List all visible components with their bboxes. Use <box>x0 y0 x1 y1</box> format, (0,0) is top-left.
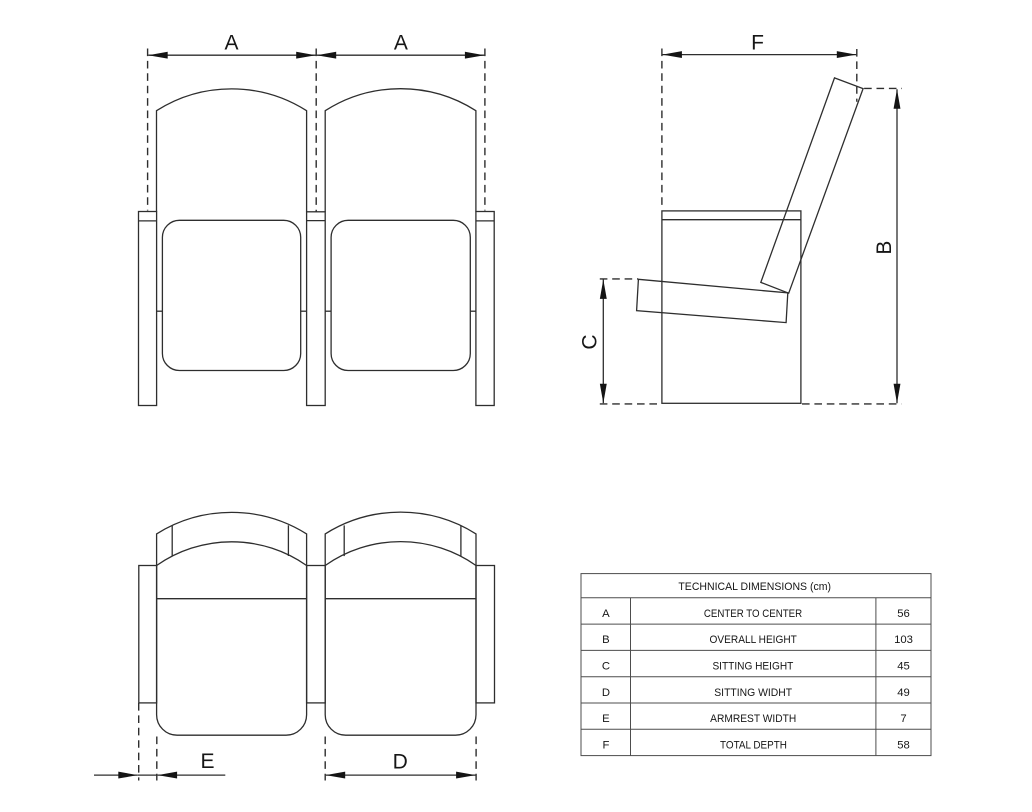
svg-text:C: C <box>579 334 602 349</box>
svg-text:F: F <box>751 31 764 54</box>
svg-text:A: A <box>602 608 610 620</box>
svg-text:E: E <box>200 750 214 773</box>
svg-text:103: 103 <box>894 634 913 646</box>
svg-text:49: 49 <box>897 687 910 699</box>
svg-text:B: B <box>873 241 896 255</box>
svg-text:SITTING HEIGHT: SITTING HEIGHT <box>712 661 793 673</box>
svg-text:A: A <box>224 31 238 54</box>
svg-text:D: D <box>393 750 408 773</box>
svg-text:TOTAL DEPTH: TOTAL DEPTH <box>720 739 787 751</box>
svg-text:OVERALL HEIGHT: OVERALL HEIGHT <box>710 634 797 646</box>
svg-text:TECHNICAL DIMENSIONS (cm): TECHNICAL DIMENSIONS (cm) <box>678 581 831 593</box>
svg-text:A: A <box>394 31 408 54</box>
svg-text:B: B <box>602 634 610 646</box>
svg-text:F: F <box>602 739 609 751</box>
svg-text:C: C <box>602 661 610 673</box>
svg-text:58: 58 <box>897 739 910 751</box>
svg-text:CENTER TO CENTER: CENTER TO CENTER <box>704 608 802 620</box>
svg-text:D: D <box>602 687 610 699</box>
svg-text:ARMREST WIDTH: ARMREST WIDTH <box>710 713 796 725</box>
svg-text:56: 56 <box>897 608 910 620</box>
svg-text:45: 45 <box>897 661 910 673</box>
svg-text:SITTING WIDHT: SITTING WIDHT <box>714 687 792 699</box>
svg-text:E: E <box>602 713 610 725</box>
svg-text:7: 7 <box>900 713 906 725</box>
